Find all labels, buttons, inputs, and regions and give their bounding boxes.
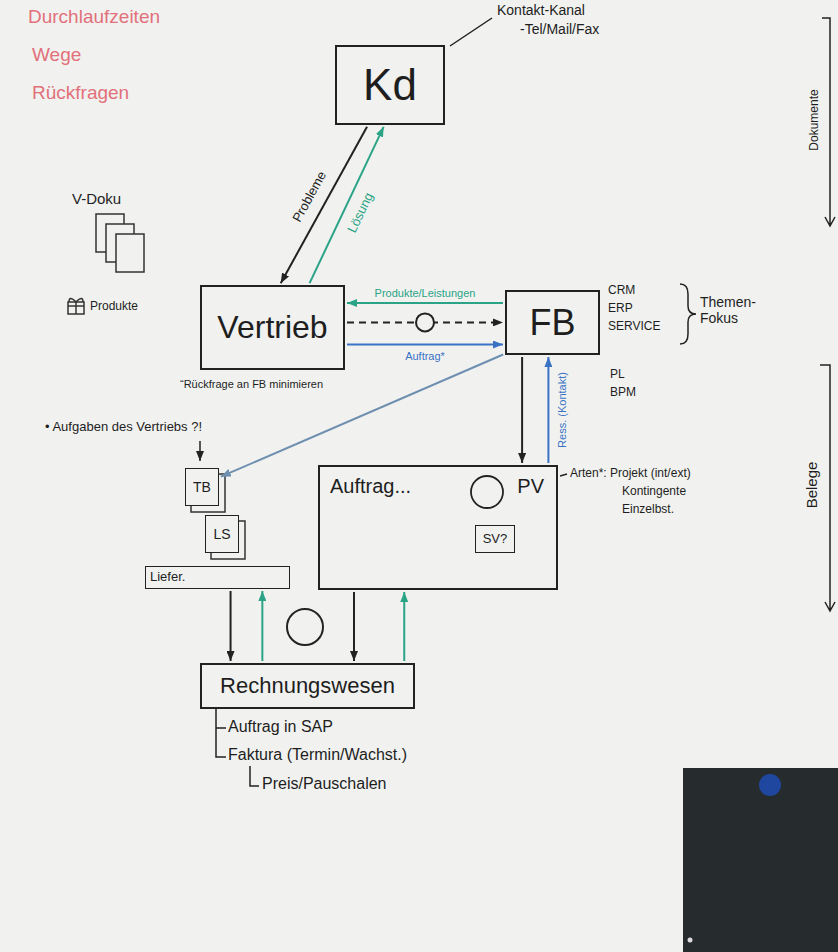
connector-arrow <box>230 591 232 661</box>
gift-icon <box>68 299 84 315</box>
dark-panel <box>683 768 838 952</box>
note-text: V-Doku <box>72 190 121 207</box>
order-box: Auftrag... PV SV? <box>318 465 558 590</box>
edge-label: Auftrag* <box>403 349 447 362</box>
process-box: FB <box>505 290 600 355</box>
bracket-label: Dokumente <box>808 89 822 150</box>
leader-line <box>560 474 567 476</box>
note-text: -Tel/Mail/Fax <box>520 21 599 37</box>
node-title: Kd <box>363 60 417 111</box>
note-text: Einzelbst. <box>622 503 674 517</box>
note-text: Arten*: Projekt (int/ext) <box>570 467 691 481</box>
gift-ribbon <box>75 302 77 314</box>
tray-box: Liefer. <box>145 566 290 589</box>
circle-symbol-shape <box>471 476 503 508</box>
range-bracket <box>820 365 835 611</box>
note-text: ERP <box>608 302 633 316</box>
note-text: Produkte <box>90 300 138 314</box>
connector-arrow <box>521 357 523 463</box>
note-text: SERVICE <box>608 320 660 334</box>
connector-arrow <box>221 354 503 476</box>
dot <box>688 938 693 943</box>
note-text: Kontingente <box>622 485 686 499</box>
note-text: Faktura (Termin/Wachst.) <box>228 746 407 764</box>
connector-arrow <box>261 591 263 661</box>
document-icon: TB <box>185 468 219 506</box>
note-text: PL <box>610 368 625 382</box>
process-box: Vertrieb <box>200 285 345 370</box>
topic-note: Durchlaufzeiten <box>28 6 160 28</box>
list-bracket <box>250 766 259 786</box>
cycle-circle <box>287 609 323 645</box>
gift-bow <box>69 299 83 303</box>
edge-label: Lösung <box>344 189 377 238</box>
pointer-arrow <box>199 441 201 461</box>
process-box: Kd <box>335 45 445 125</box>
node-text: PV <box>517 475 544 498</box>
edge-label: Ress. (Kontakt) <box>556 370 569 450</box>
v-doku-icon <box>96 214 144 272</box>
connector-arrow <box>547 357 549 463</box>
note-text: Auftrag in SAP <box>228 718 333 736</box>
connector-arrow <box>403 592 405 661</box>
node-title: Rechnungswesen <box>220 673 395 698</box>
connector-arrow <box>347 302 503 304</box>
gift-box <box>68 302 84 314</box>
gift-ribbon <box>68 305 84 307</box>
connector-arrow <box>353 592 355 661</box>
connector-arrow <box>310 127 384 283</box>
note-text: Themen-Fokus <box>700 294 772 326</box>
topic-note: Rückfragen <box>32 82 129 104</box>
edge-label: Produkte/Leistungen <box>373 287 478 300</box>
node-title: Auftrag... <box>330 475 411 498</box>
note-text: • Aufgaben des Vertriebs ?! <box>45 420 202 435</box>
sub-box: SV? <box>475 525 515 553</box>
document-sheet <box>211 521 245 559</box>
note-text: “Rückfrage an FB minimieren <box>180 378 323 391</box>
note-text: BPM <box>610 386 636 400</box>
magnet <box>759 774 781 796</box>
edge-label: Probleme <box>289 167 331 226</box>
note-text: Kontakt-Kanal <box>497 2 585 18</box>
document-sheet <box>191 474 225 512</box>
process-box: Rechnungswesen <box>200 663 415 709</box>
node-title: Vertrieb <box>217 309 327 346</box>
node-title: FB <box>529 302 575 343</box>
connector-arrow <box>347 344 503 346</box>
node-title: SV? <box>483 532 508 547</box>
note-text: Preis/Pauschalen <box>262 775 387 793</box>
node-title: TB <box>193 479 211 495</box>
document-sheet <box>116 234 144 272</box>
range-bracket <box>822 18 835 226</box>
note-text: CRM <box>608 284 635 298</box>
leader-line <box>450 18 492 46</box>
curly-brace <box>680 284 696 344</box>
node-title: Liefer. <box>150 570 185 585</box>
list-bracket <box>216 708 226 757</box>
document-icon: LS <box>205 515 239 553</box>
connector-circle <box>416 313 434 331</box>
connector-arrow <box>281 127 367 283</box>
node-title: LS <box>213 526 230 542</box>
circle-symbol <box>468 473 506 511</box>
topic-note: Wege <box>32 44 81 66</box>
bracket-label: Belege <box>803 462 820 509</box>
